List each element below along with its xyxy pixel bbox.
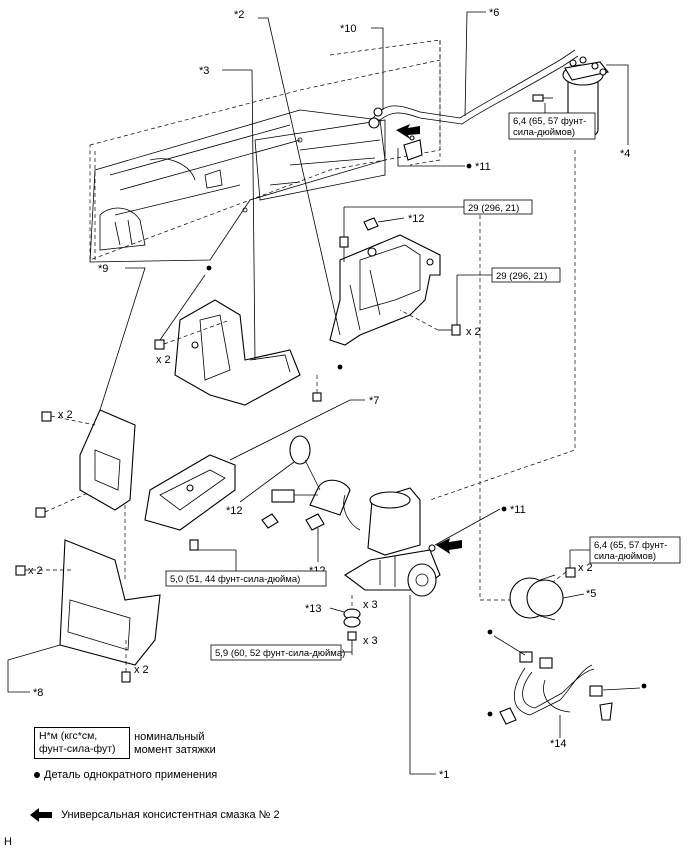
single-use-dot-shield: [206, 265, 212, 271]
bolt-8-left: [15, 565, 72, 576]
callout-11-bottom: *11: [510, 504, 526, 516]
qty-13-bolt: x 3: [363, 635, 378, 647]
part-12-clip-c: [261, 513, 325, 531]
bolt-bracket-right: [399, 309, 461, 336]
single-use-dot-14b: [487, 711, 493, 717]
callout-9: *9: [98, 263, 108, 275]
single-use-dot-bolt: [337, 364, 343, 370]
grease-arrow-icon: [30, 808, 52, 822]
bolt-7: [189, 539, 199, 551]
callout-11-top: *11: [475, 161, 491, 173]
corner-mark: H: [4, 836, 12, 848]
callout-2: *2: [234, 9, 244, 21]
legend-torque-desc: : номинальный момент затяжки: [128, 731, 216, 757]
grease-arrow-top: [396, 124, 420, 139]
bolt-shield-right: [312, 375, 322, 402]
part-9-splash-guard: [79, 409, 136, 511]
qty-8-left: x 2: [28, 565, 43, 577]
callout-7: *7: [369, 395, 379, 407]
part-5-dryer: [509, 574, 564, 621]
legend-desc-line1: : номинальный: [128, 731, 205, 743]
legend-single-use-text: Деталь однократного применения: [44, 769, 218, 781]
single-use-dot-14c: [641, 683, 647, 689]
torque-64-right-line2: сила-дюймов): [594, 551, 656, 562]
callout-12-top: *12: [408, 213, 425, 225]
legend-box-line2: фунт-сила-фут): [39, 743, 116, 755]
bolt-5: [552, 567, 576, 583]
vehicle-frame: [89, 59, 441, 263]
legend-desc-line2: момент затяжки: [134, 744, 216, 756]
legend-grease-text: Универсальная консистентная смазка № 2: [61, 808, 280, 821]
callout-5: *5: [586, 588, 596, 600]
torque-59: 5,9 (60, 52 фунт-сила-дюйма): [215, 648, 345, 659]
part-3-shield: [174, 299, 301, 406]
callout-10: *10: [340, 23, 357, 35]
qty-5: x 2: [578, 562, 593, 574]
air-lines: [368, 49, 579, 129]
legend-grease: Универсальная консистентная смазка № 2: [30, 808, 280, 822]
torque-64-top-line2: сила-дюймов): [513, 127, 575, 138]
torque-29-top: 29 (296, 21): [468, 203, 519, 214]
callout-4: *4: [620, 148, 630, 160]
callout-14: *14: [550, 738, 567, 750]
bolt-8-bottom: [121, 640, 131, 683]
qty-13: x 3: [363, 599, 378, 611]
part-12-harness: [271, 435, 351, 516]
part-14-hoses: [499, 651, 613, 725]
single-use-dot-icon: [34, 772, 40, 779]
legend-torque-box: Н*м (кгс*см, фунт-сила-фут): [34, 727, 130, 759]
callout-8: *8: [33, 687, 43, 699]
qty-9: x 2: [58, 409, 73, 421]
callout-6: *6: [489, 7, 499, 19]
part-1-compressor: [343, 487, 441, 597]
qty-bracket: x 2: [466, 326, 481, 338]
clip-top: [403, 135, 423, 161]
callout-3: *3: [199, 65, 209, 77]
bolt-9-bottom: [35, 491, 91, 518]
bolt-13: [347, 631, 357, 655]
callout-13: *13: [305, 603, 322, 615]
qty-shield: x 2: [156, 354, 171, 366]
torque-boxes: 29 (296, 21) 29 (296, 21) 6,4 (65, 57 фу…: [165, 103, 681, 661]
legend-box-line1: Н*м (кгс*см,: [39, 730, 98, 742]
torque-64-top-line1: 6,4 (65, 57 фунт-: [513, 116, 586, 127]
bolt-shield-left: [154, 319, 231, 350]
o-ring: [428, 544, 436, 552]
callout-12-mid: *12: [226, 505, 243, 517]
part-7-cover: [144, 454, 236, 531]
torque-50: 5,0 (51, 44 фунт-сила-дюйма): [170, 574, 300, 585]
part-8-mudflap: [59, 539, 161, 666]
torque-64-right-line1: 6,4 (65, 57 фунт-: [594, 540, 667, 551]
part-2-bracket: [329, 234, 441, 346]
bolt-top-right: [532, 94, 553, 102]
part-13-cushions: [343, 608, 361, 628]
torque-29-right: 29 (296, 21): [496, 271, 547, 282]
single-use-dot-14a: [487, 629, 493, 635]
qty-8-bottom: x 2: [134, 664, 149, 676]
part-12-clip-a: [363, 217, 379, 231]
legend-single-use: Деталь однократного применения: [34, 769, 217, 781]
quantity-labels: x 2 x 2 x 2 x 2 x 2 x 2 x 3 x 3: [28, 326, 593, 676]
grease-arrow-bottom: [436, 538, 462, 554]
callout-1: *1: [439, 769, 449, 781]
bolt-9-top: [41, 411, 96, 426]
